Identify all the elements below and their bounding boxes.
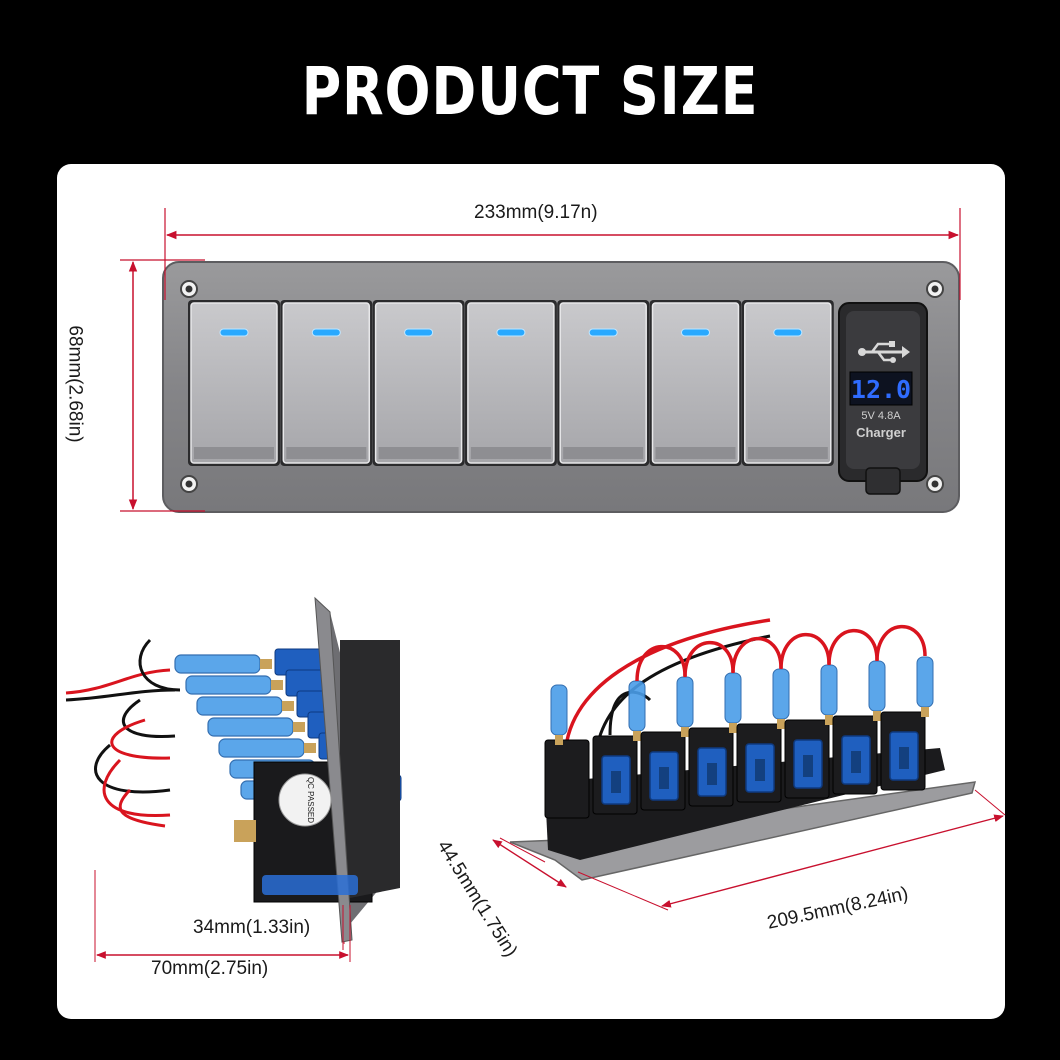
rocker-switch	[372, 300, 465, 466]
rear-switch-housing	[784, 719, 830, 799]
spade-terminal	[724, 672, 742, 724]
led-indicator	[404, 328, 434, 337]
rear-switch-housing	[640, 731, 686, 811]
spade-terminal	[868, 660, 886, 712]
rear-switch-housing	[544, 739, 590, 819]
rocker-switch	[188, 300, 280, 466]
rocker-switch-row	[188, 300, 834, 466]
led-indicator	[311, 328, 341, 337]
rear-switch-row	[544, 624, 934, 819]
rear-switch-housing	[832, 715, 878, 795]
voltmeter-display	[849, 371, 913, 406]
voltmeter-reading: 12.0	[851, 375, 911, 404]
qc-sticker: QC PASSED	[278, 773, 332, 827]
rocker-switch	[557, 300, 650, 466]
rocker-switch	[464, 300, 557, 466]
spade-terminal	[916, 656, 934, 708]
rear-switch-housing	[880, 711, 926, 791]
width-dimension	[164, 208, 961, 300]
side-depth-small-dimension	[342, 905, 345, 950]
mounting-hole	[926, 280, 944, 298]
side-view-assembly: QC PASSED	[65, 596, 402, 943]
rear-switch-housing	[736, 723, 782, 803]
mounting-hole	[926, 475, 944, 493]
mounting-hole	[180, 475, 198, 493]
spade-terminal	[772, 668, 790, 720]
led-indicator	[681, 328, 710, 337]
led-indicator	[773, 328, 803, 337]
spade-terminal	[550, 684, 568, 736]
height-dimension	[120, 259, 205, 512]
rocker-switch	[649, 300, 742, 466]
rocker-switch	[741, 300, 834, 466]
mounting-hole	[180, 280, 198, 298]
charger-rating: 5V 4.8A	[861, 410, 901, 422]
usb-icon	[858, 341, 910, 363]
width-label: 233mm(9.17n)	[474, 202, 598, 223]
spade-terminal	[676, 676, 694, 728]
side-depth-total-label: 70mm(2.75in)	[151, 958, 269, 979]
led-indicator	[496, 328, 526, 337]
panel-depth-dimension	[492, 837, 567, 888]
rear-switch-housing	[688, 727, 734, 807]
charger-label: Charger	[856, 425, 906, 440]
rocker-switch	[280, 300, 373, 466]
spade-terminal	[628, 680, 646, 732]
led-indicator	[588, 328, 618, 337]
usb-charger-module: 12.0 5V 4.8A Charger	[838, 302, 928, 495]
side-depth-total-dimension	[94, 870, 351, 962]
led-indicator	[219, 328, 249, 337]
spade-terminal	[820, 664, 838, 716]
qc-label: QC PASSED	[306, 777, 315, 823]
side-depth-small-label: 34mm(1.33in)	[193, 917, 311, 938]
rear-switch-housing	[592, 735, 638, 815]
panel-length-dimension	[577, 789, 1006, 911]
height-label: 68mm(2.68in)	[64, 325, 86, 443]
page-title: PRODUCT SIZE	[301, 53, 759, 130]
